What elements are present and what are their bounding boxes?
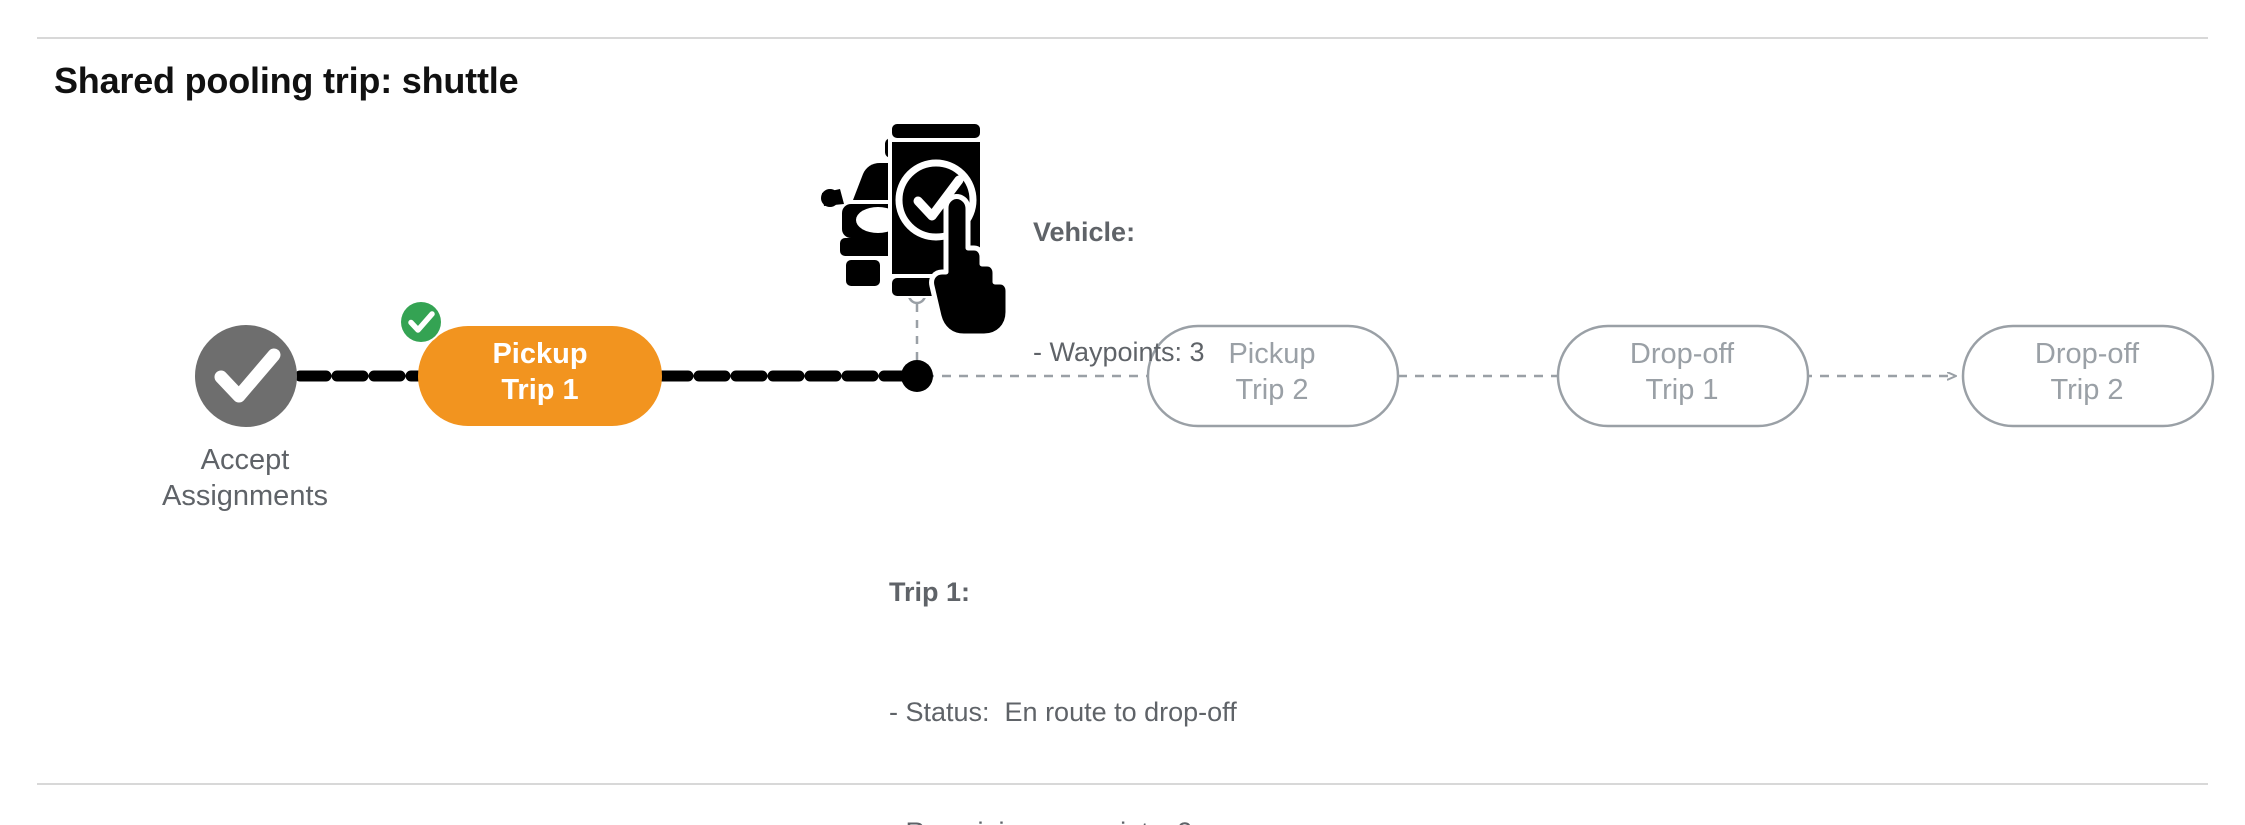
node-accept-assignments [195, 325, 297, 427]
vehicle-waypoints: - Waypoints: 3 [1033, 337, 1205, 367]
vehicle-heading: Vehicle: [1033, 217, 1136, 247]
car-phone-check-icon [821, 122, 1011, 339]
completed-check-badge [399, 300, 443, 344]
node-pickup-trip-1 [418, 326, 662, 426]
trip1-status: - Status: En route to drop-off [889, 697, 1237, 727]
node-drop-off-trip-1 [1556, 324, 1810, 428]
trip-details-annotation: Trip 1: - Status: En route to drop-off -… [889, 492, 1237, 825]
bottom-divider [37, 783, 2208, 785]
node-label-pickup-trip-2: Pickup Trip 2 [1228, 338, 1316, 406]
top-divider [37, 37, 2208, 39]
trip1-waypoints: - Remaining waypoints: 2 [889, 812, 1237, 825]
node-pickup-trip-2 [1146, 324, 1400, 428]
node-label-accept-assignments: Accept Assignments [161, 444, 328, 512]
node-drop-off-trip-2 [1961, 324, 2215, 428]
trip1-heading: Trip 1: [889, 577, 971, 607]
node-label-drop-off-trip-2: Drop-off Trip 2 [2034, 338, 2140, 406]
vehicle-position-marker [901, 285, 933, 392]
node-label-pickup-trip-1: Pickup Trip 1 [492, 338, 588, 406]
page-title: Shared pooling trip: shuttle [54, 60, 519, 101]
vehicle-annotation: Vehicle: - Waypoints: 3 [1033, 132, 1205, 452]
node-label-drop-off-trip-1: Drop-off Trip 1 [1629, 338, 1735, 406]
